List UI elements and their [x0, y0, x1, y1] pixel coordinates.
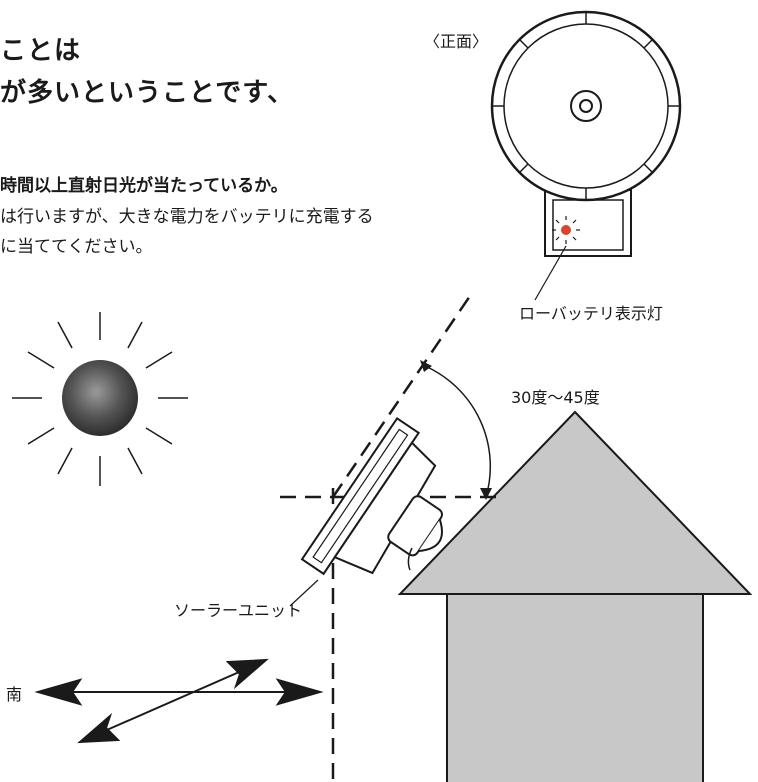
solar-unit [300, 416, 443, 576]
house-wall [446, 593, 704, 782]
solar-unit-leader [289, 579, 319, 607]
body-line-1: は行いますが、大きな電力をバッテリに充電する [0, 207, 374, 227]
angle-arc [424, 365, 492, 498]
front-view-center-dot [579, 99, 593, 113]
sun-icon [12, 312, 188, 486]
north-south-line [83, 661, 263, 741]
body-line-2: に当ててください。 [0, 237, 153, 257]
angle-label: 30度〜45度 [511, 388, 600, 407]
house-roof [397, 410, 753, 595]
heading-line-2: が多いということです、 [0, 78, 295, 108]
low-battery-indicator [561, 225, 571, 235]
front-view-light [490, 10, 682, 301]
compass-arrows [34, 658, 324, 744]
low-battery-lamp-label: ローバッテリ表示灯 [519, 304, 663, 323]
low-battery-leader [534, 245, 567, 301]
south-label: 南 [6, 685, 23, 704]
front-view-label: 〈正面〉 [424, 32, 489, 51]
solar-unit-label: ソーラーユニット [174, 601, 303, 620]
subheading: 時間以上直射日光が当たっているか。 [0, 176, 288, 196]
tilt-guide [331, 295, 472, 498]
heading-line-1: ことは [0, 36, 82, 66]
house [397, 410, 753, 782]
